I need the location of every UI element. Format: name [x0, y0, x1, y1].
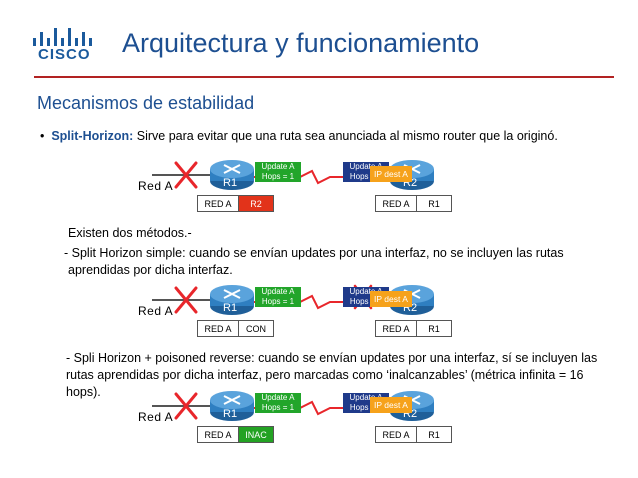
cisco-logo-icon — [33, 28, 92, 46]
method2-line1: - Spli Horizon + poisoned reverse: cuand… — [66, 351, 598, 365]
method1-line2: aprendidas por dicha interfaz. — [68, 263, 233, 277]
router-r1-label: R1 — [223, 302, 238, 314]
update-left: Update A Hops = 1 — [255, 393, 301, 413]
r1-table-network: RED A — [197, 426, 239, 443]
r1-table-nexthop: INAC — [238, 426, 274, 443]
r2-table-network: RED A — [375, 320, 417, 337]
split-horizon-term: Split-Horizon: — [51, 129, 134, 143]
r2-table-nexthop: R1 — [416, 195, 452, 212]
ip-dest-badge: IP dest A — [370, 291, 412, 307]
router-r1-icon — [210, 391, 254, 421]
blocked-x-icon — [174, 161, 198, 189]
diagram-drawing — [152, 391, 434, 421]
ip-dest-badge: IP dest A — [370, 397, 412, 413]
router-r1-label: R1 — [223, 177, 238, 189]
r2-table-network: RED A — [375, 426, 417, 443]
router-r1-label: R1 — [223, 408, 238, 420]
diagram-drawing — [152, 160, 434, 190]
page-title: Arquitectura y funcionamiento — [122, 28, 480, 58]
red-a-label: Red A — [138, 179, 174, 193]
title-divider — [34, 76, 614, 78]
method2-line2: rutas aprendidas por dicha interfaz, per… — [66, 368, 584, 382]
ip-dest-badge: IP dest A — [370, 166, 412, 182]
r2-table-network: RED A — [375, 195, 417, 212]
diagram-drawing — [152, 284, 434, 315]
r1-table-network: RED A — [197, 195, 239, 212]
blocked-x-icon — [174, 392, 198, 420]
blocked-x-icon — [174, 286, 198, 314]
method1-line1: - Split Horizon simple: cuando se envían… — [64, 246, 564, 260]
r1-table-nexthop: CON — [238, 320, 274, 337]
red-a-label: Red A — [138, 304, 174, 318]
r2-table-nexthop: R1 — [416, 320, 452, 337]
methods-intro: Existen dos métodos.- — [68, 226, 192, 240]
r1-table-network: RED A — [197, 320, 239, 337]
method2-line3: hops). — [66, 385, 101, 399]
router-r1-icon — [210, 285, 254, 315]
section-subtitle: Mecanismos de estabilidad — [37, 93, 255, 113]
red-a-label: Red A — [138, 410, 174, 424]
update-left: Update A Hops = 1 — [255, 162, 301, 182]
r2-table-nexthop: R1 — [416, 426, 452, 443]
cisco-logo-text: CISCO — [38, 46, 91, 63]
router-r1-icon — [210, 160, 254, 190]
split-horizon-bullet: • Split-Horizon: Sirve para evitar que u… — [40, 129, 558, 143]
r1-table-nexthop: R2 — [238, 195, 274, 212]
split-horizon-description: Sirve para evitar que una ruta sea anunc… — [133, 129, 558, 143]
update-left: Update A Hops = 1 — [255, 287, 301, 307]
